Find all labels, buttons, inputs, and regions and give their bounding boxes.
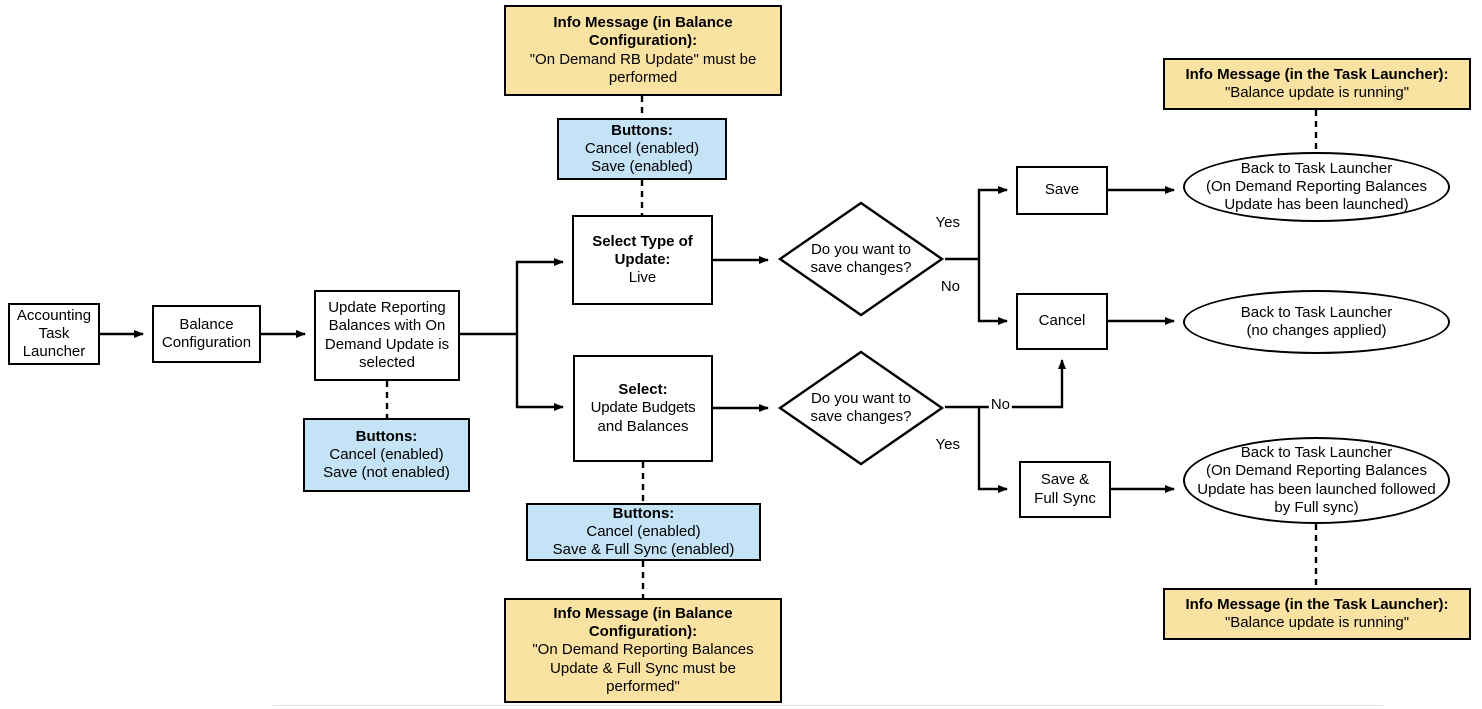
update-rb-line4: selected — [359, 353, 415, 371]
update-rb-line1: Update Reporting — [328, 298, 446, 316]
update-rb-line3: Demand Update is — [324, 335, 450, 353]
info-bottom-right-header: Info Message (in the Task Launcher): — [1185, 595, 1449, 613]
diamond-shape-top — [777, 201, 945, 317]
decision-top-line1: Do you want to — [810, 240, 912, 258]
end-fullsync-line1: Back to Task Launcher — [1240, 443, 1393, 461]
info-bottom-right-body1: "Balance update is running" — [1224, 614, 1410, 631]
node-update-reporting-balances-selected[interactable]: Update Reporting Balances with On Demand… — [314, 290, 460, 381]
decision-top-save-changes[interactable]: Do you want to save changes? — [777, 200, 945, 318]
end-fullsync-line3: Update has been launched followed — [1197, 480, 1436, 498]
buttons-bottom-center-body2: Save & Full Sync (enabled) — [552, 541, 735, 559]
info-top-right-header: Info Message (in the Task Launcher): — [1185, 65, 1449, 83]
info-bottom-center-body2: Update & Full Sync must be — [550, 659, 736, 677]
note-buttons-top-center: Buttons: Cancel (enabled) Save (enabled) — [557, 118, 727, 180]
end-save-line2: (On Demand Reporting Balances — [1206, 177, 1427, 195]
end-cancel-line2: (no changes applied) — [1246, 322, 1387, 339]
update-rb-line2: Balances with On — [328, 317, 446, 335]
note-info-message-top-right: Info Message (in the Task Launcher): "Ba… — [1163, 58, 1471, 110]
node-balance-configuration[interactable]: Balance Configuration — [152, 305, 261, 363]
info-bottom-center-body3: performed" — [606, 677, 680, 695]
edge-label-bottom-yes: Yes — [933, 436, 962, 453]
end-fullsync-line2: (On Demand Reporting Balances — [1206, 462, 1427, 480]
note-buttons-bottom-center: Buttons: Cancel (enabled) Save & Full Sy… — [526, 503, 761, 561]
select-type-of-update-value: Live — [628, 269, 657, 287]
node-save-button-step[interactable]: Save — [1016, 166, 1108, 215]
note-buttons-left: Buttons: Cancel (enabled) Save (not enab… — [303, 418, 470, 492]
node-cancel-button-step[interactable]: Cancel — [1016, 293, 1108, 350]
edge-split-to-budgets — [515, 334, 564, 411]
buttons-top-center-header: Buttons: — [611, 121, 673, 139]
node-accounting-task-launcher[interactable]: Accounting Task Launcher — [8, 303, 100, 365]
select-budgets-value-line2: and Balances — [597, 417, 689, 435]
select-type-of-update-header: Select Type of Update: — [592, 232, 693, 268]
node-end-back-to-launcher-cancel[interactable]: Back to Task Launcher (no changes applie… — [1183, 290, 1450, 354]
end-save-line1: Back to Task Launcher — [1240, 159, 1393, 177]
edge-decision-top-no — [977, 259, 1008, 325]
select-budgets-header: Select: — [618, 381, 668, 399]
info-top-right-body1: "Balance update is running" — [1224, 84, 1410, 101]
buttons-bottom-center-header: Buttons: — [612, 504, 675, 522]
info-bottom-center-body1: "On Demand Reporting Balances — [532, 641, 754, 659]
decision-top-line2: save changes? — [810, 259, 912, 276]
buttons-left-body2: Save (not enabled) — [323, 464, 450, 482]
note-info-message-bottom-center: Info Message (in Balance Configuration):… — [504, 598, 782, 703]
buttons-left-header: Buttons: — [355, 427, 418, 445]
node-select-update-budgets-and-balances[interactable]: Select: Update Budgets and Balances — [573, 355, 713, 462]
decision-bottom-line1: Do you want to — [810, 389, 912, 407]
accounting-task-launcher-line3: Launcher — [22, 343, 86, 361]
edge-decision-top-yes — [977, 186, 1008, 259]
buttons-top-center-body2: Save (enabled) — [591, 158, 693, 176]
edge-label-top-no: No — [938, 278, 962, 295]
select-budgets-value-line1: Update Budgets — [590, 399, 696, 417]
edge-decision-bottom-yes — [977, 407, 1008, 493]
info-top-center-body2: performed — [608, 68, 678, 86]
save-full-sync-line2: Full Sync — [1034, 489, 1096, 507]
note-info-message-top-center: Info Message (in Balance Configuration):… — [504, 5, 782, 96]
edge-label-bottom-no: No — [988, 396, 1012, 413]
info-bottom-center-header: Info Message (in Balance Configuration): — [553, 604, 733, 641]
diamond-shape-bottom — [777, 350, 945, 466]
buttons-top-center-body1: Cancel (enabled) — [584, 139, 700, 157]
end-save-line3: Update has been launched) — [1224, 196, 1409, 214]
node-select-type-of-update[interactable]: Select Type of Update: Live — [572, 215, 713, 305]
note-info-message-bottom-right: Info Message (in the Task Launcher): "Ba… — [1163, 588, 1471, 640]
page-rule-divider — [273, 705, 1383, 706]
node-end-back-to-launcher-full-sync[interactable]: Back to Task Launcher (On Demand Reporti… — [1183, 437, 1450, 524]
buttons-left-body1: Cancel (enabled) — [329, 445, 444, 463]
edge-label-top-yes: Yes — [933, 214, 962, 231]
info-top-center-header: Info Message (in Balance Configuration): — [553, 13, 733, 50]
node-save-and-full-sync-step[interactable]: Save & Full Sync — [1019, 461, 1111, 518]
accounting-task-launcher-line1: Accounting — [16, 306, 92, 324]
decision-bottom-save-changes[interactable]: Do you want to save changes? — [777, 349, 945, 467]
save-full-sync-line1: Save & — [1040, 471, 1090, 489]
buttons-bottom-center-body1: Cancel (enabled) — [586, 522, 701, 540]
save-label: Save — [1044, 181, 1080, 199]
balance-configuration-line2: Configuration — [161, 334, 252, 351]
balance-configuration-line1: Balance — [179, 315, 234, 333]
node-end-back-to-launcher-save[interactable]: Back to Task Launcher (On Demand Reporti… — [1183, 152, 1450, 222]
cancel-label: Cancel — [1038, 312, 1086, 330]
decision-bottom-line2: save changes? — [810, 408, 912, 425]
info-top-center-body1: "On Demand RB Update" must be — [529, 50, 757, 68]
end-fullsync-line4: by Full sync) — [1274, 498, 1359, 516]
edge-split-to-live — [515, 258, 564, 334]
accounting-task-launcher-line2: Task — [38, 324, 70, 342]
end-cancel-line1: Back to Task Launcher — [1240, 303, 1393, 321]
